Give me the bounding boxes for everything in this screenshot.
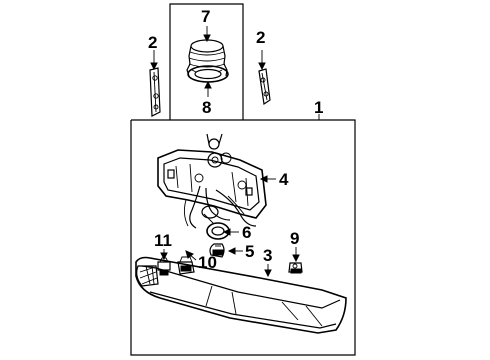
callout-11: 11 [154, 231, 172, 250]
socket-seal [186, 39, 229, 83]
callouts: 1 2 2 3 4 5 6 7 8 9 10 11 [148, 7, 323, 272]
assembly-frame [130, 3, 356, 356]
callout-4: 4 [279, 170, 289, 189]
callout-5: 5 [245, 242, 254, 261]
callout-10: 10 [198, 253, 217, 272]
bracket-left [149, 67, 161, 117]
bracket-right [258, 68, 271, 106]
bulb [209, 243, 225, 258]
callout-8: 8 [202, 98, 211, 117]
turn-signal-bulb [288, 262, 303, 274]
callout-1: 1 [314, 98, 323, 117]
callout-3: 3 [263, 246, 272, 265]
lamp-housing [157, 133, 267, 229]
callout-2-right: 2 [256, 28, 265, 47]
callout-7: 7 [201, 7, 210, 26]
headlamp-lens [135, 256, 347, 334]
callout-9: 9 [290, 229, 299, 248]
marker-bulb [177, 256, 195, 275]
callout-2-left: 2 [148, 33, 157, 52]
bulb-socket [201, 205, 230, 240]
callout-6: 6 [242, 223, 251, 242]
